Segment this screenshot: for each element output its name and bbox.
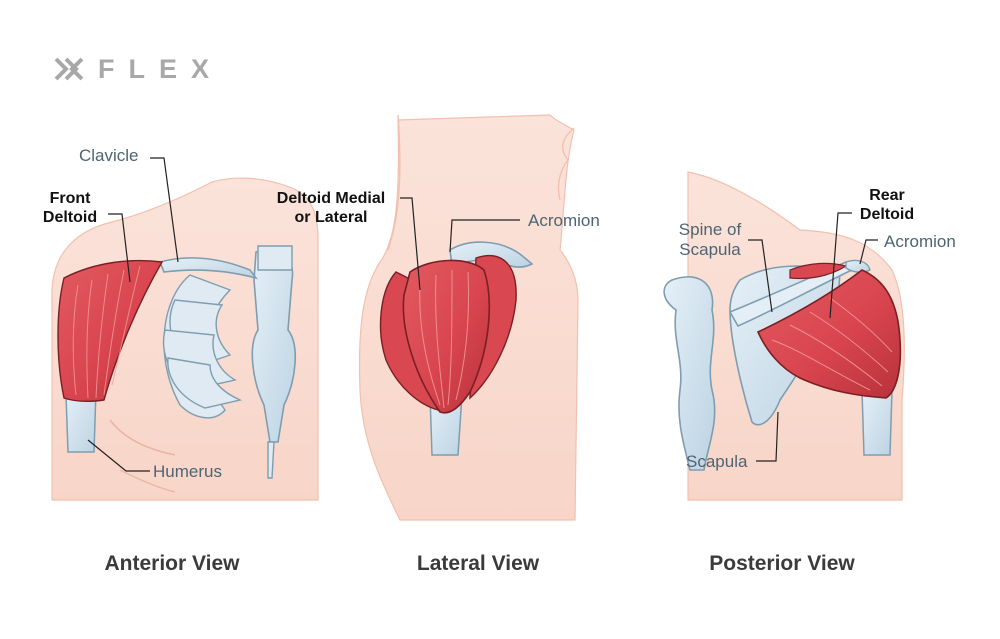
leader-acromion-posterior [859, 239, 878, 265]
posterior-humerus [861, 389, 893, 456]
label-spine-of-scapula: Spine of Scapula [678, 220, 742, 259]
posterior-acromion [845, 259, 871, 273]
label-scapula: Scapula [686, 452, 748, 471]
leader-rear-deltoid [829, 212, 852, 319]
lateral-acromion [449, 241, 534, 268]
leader-clavicle [150, 157, 179, 263]
lateral-deltoid-muscle [402, 259, 491, 414]
label-acromion-lateral: Acromion [528, 211, 600, 230]
label-humerus: Humerus [153, 462, 222, 481]
neck-outline [387, 114, 401, 251]
anterior-clavicle [158, 257, 259, 280]
skin-fold-line [119, 469, 176, 493]
leader-deltoid-medial [400, 197, 421, 291]
posterior-view [663, 171, 905, 501]
lateral-view [358, 114, 579, 521]
leader-spine-of-scapula [748, 239, 773, 313]
leader-front-deltoid [108, 213, 131, 283]
brand-logo: FLEX [54, 54, 223, 84]
title-anterior-view: Anterior View [104, 552, 240, 575]
label-rear-deltoid: Rear Deltoid [859, 187, 915, 223]
rear-deltoid-muscle [756, 269, 902, 399]
title-lateral-view: Lateral View [416, 552, 540, 575]
skin-fold-line [109, 419, 176, 456]
xiphoid [267, 441, 275, 479]
label-clavicle: Clavicle [79, 146, 139, 165]
muscle-fiber-lines [419, 269, 469, 409]
leader-acromion-lateral [449, 219, 520, 253]
title-posterior-view: Posterior View [709, 552, 855, 575]
leader-humerus [87, 439, 150, 472]
front-deltoid-muscle [57, 259, 164, 403]
vertebra [257, 245, 293, 271]
label-acromion-posterior: Acromion [884, 232, 956, 251]
muscle-fiber-lines [771, 297, 893, 391]
label-deltoid-medial-or-lateral: Deltoid Medial or Lateral [276, 190, 386, 226]
muscle-fiber-lines [72, 265, 141, 399]
leader-lines [87, 157, 878, 472]
double-chevron-x-icon [54, 57, 84, 81]
label-front-deltoid: Front Deltoid [42, 190, 98, 226]
rib-cage [162, 274, 243, 419]
posterior-spine [663, 276, 716, 471]
leader-scapula [756, 411, 779, 462]
anterior-view [51, 177, 319, 501]
chin-outline [557, 127, 575, 201]
brand-wordmark: FLEX [98, 53, 224, 84]
